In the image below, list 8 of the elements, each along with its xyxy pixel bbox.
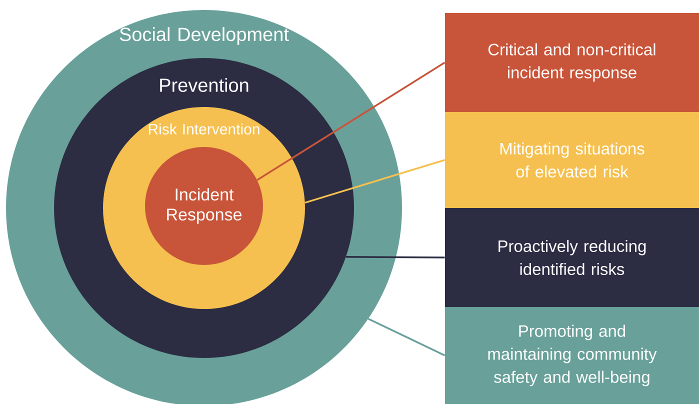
connector-line	[368, 318, 446, 356]
description-box: Critical and non-critical incident response	[445, 13, 699, 112]
connector-line	[346, 256, 445, 258]
connector-line	[304, 159, 446, 204]
description-box: Mitigating situations of elevated risk	[445, 112, 699, 208]
description-box: Proactively reducing identified risks	[445, 208, 699, 307]
description-box: Promoting and maintaining community safety and well-being	[445, 307, 699, 404]
connector-line	[256, 62, 446, 181]
